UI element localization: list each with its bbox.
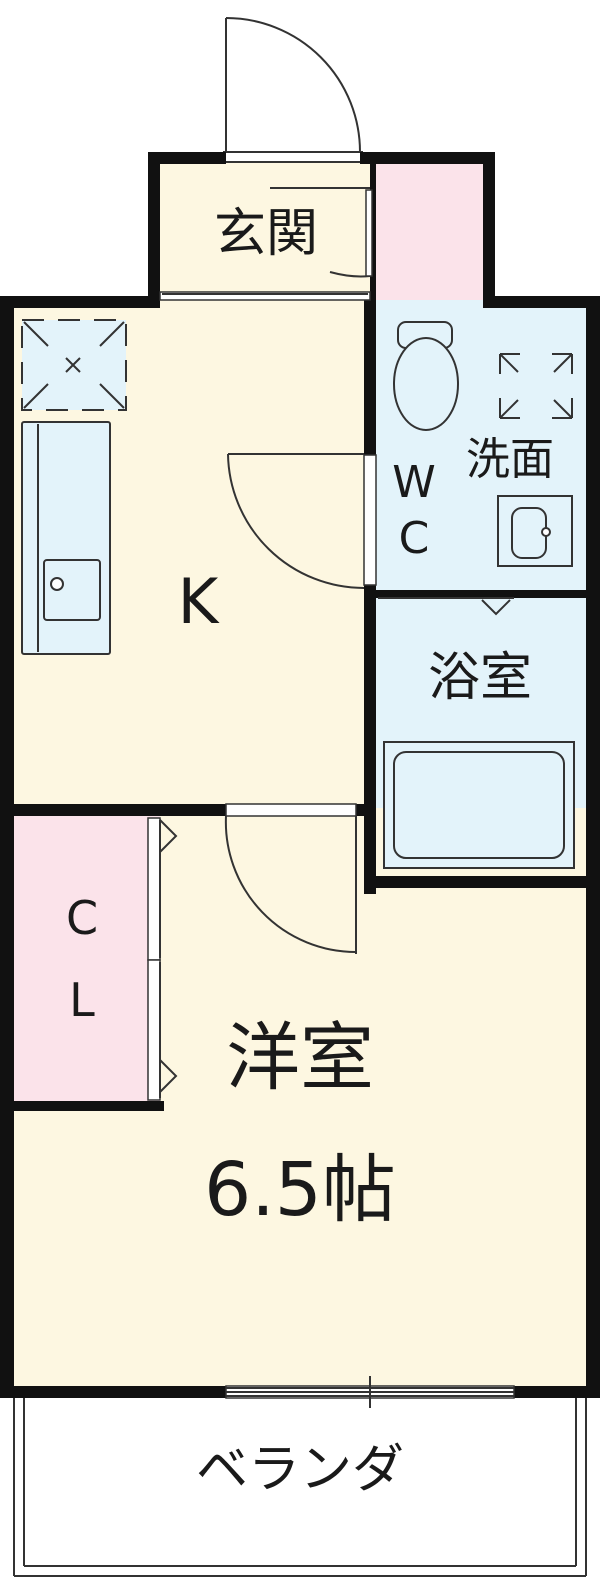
- wc-label-w: W: [392, 457, 436, 508]
- washbasin-icon: [497, 353, 573, 567]
- kitchen-counter: [21, 421, 111, 655]
- western-door-swing: [224, 815, 357, 954]
- bathtub-inner: [393, 751, 565, 859]
- wall-k-west-right: [356, 804, 376, 816]
- western-room-size: 6.5帖: [204, 1147, 396, 1233]
- vanity-mark-6: [553, 353, 573, 373]
- closet-floor: [14, 816, 160, 1101]
- vanity-mark-3: [499, 353, 519, 373]
- closet-door-lower-hinge: [159, 1059, 178, 1093]
- wall-shoebox-left: [370, 162, 376, 308]
- bath-door: [378, 597, 514, 616]
- wall-top-right: [483, 296, 600, 308]
- range-hood-diag-2: [99, 321, 125, 347]
- toilet-bowl: [393, 337, 459, 431]
- washbasin-bowl: [511, 507, 547, 559]
- wc-door-frame: [363, 454, 377, 586]
- entrance-door: [223, 17, 363, 163]
- genkan-floor: [160, 162, 370, 300]
- range-hood-cross-2: [65, 357, 81, 373]
- range-hood-outline: [21, 319, 127, 411]
- closet-doors: [159, 819, 178, 1098]
- wall-bottom-right: [514, 1386, 600, 1398]
- wc-door: [227, 453, 365, 589]
- wall-k-west-left: [14, 804, 226, 816]
- vanity-mark-12: [553, 399, 573, 419]
- wall-right: [586, 296, 600, 1396]
- range-hood-diag-3: [23, 383, 49, 409]
- shoebox-door-leaf: [365, 189, 373, 277]
- veranda-label: ベランダ: [195, 1440, 404, 1500]
- wall-left: [0, 296, 14, 1396]
- walls: [0, 152, 600, 1398]
- wall-bottom-left: [0, 1386, 226, 1398]
- wall-wc-left-lower: [364, 584, 376, 894]
- sink-drain: [50, 577, 64, 591]
- bathroom-label: 浴室: [427, 648, 532, 708]
- wall-top-left: [0, 296, 160, 308]
- wall-entry-top-right: [360, 152, 495, 164]
- genkan-details: [162, 187, 373, 295]
- closet-door-upper-hinge: [159, 819, 178, 853]
- toilet-icon: [393, 321, 459, 431]
- western-door-frame: [225, 803, 357, 817]
- washbasin-counter: [497, 495, 573, 567]
- bathtub-icon: [383, 741, 575, 869]
- western-room-label: 洋室: [226, 1015, 374, 1101]
- kitchen-sink: [43, 559, 101, 621]
- wall-entry-top-left: [148, 152, 226, 164]
- entrance-door-frame: [223, 151, 363, 163]
- genkan-step-line: [159, 291, 371, 301]
- wall-closet-bottom: [14, 1101, 164, 1111]
- vanity-mark-9: [499, 399, 519, 419]
- western-room-floor-lower: [14, 1105, 174, 1386]
- shoe-storage: [376, 162, 483, 300]
- wc-door-swing: [227, 453, 365, 589]
- wall-wc-left: [364, 300, 376, 455]
- wall-entry-right: [483, 152, 495, 308]
- closet-label-l: L: [69, 973, 95, 1027]
- closet-door-frame-lower: [147, 959, 161, 1101]
- closet-door-frame-upper: [147, 817, 161, 961]
- kitchen-label: K: [177, 565, 219, 638]
- range-hood-diag-1: [23, 321, 49, 347]
- genkan-label: 玄関: [213, 204, 318, 264]
- washroom-label: 洗面: [466, 434, 554, 485]
- closet-label-c: C: [65, 891, 99, 945]
- bath-door-arrow: [481, 599, 511, 616]
- veranda: [13, 1398, 587, 1577]
- range-hood-icon: [21, 319, 127, 411]
- washbasin-tap: [541, 527, 551, 537]
- wall-entry-left: [148, 152, 160, 308]
- entrance-door-swing: [225, 17, 361, 153]
- range-hood-diag-4: [99, 383, 125, 409]
- western-door: [224, 815, 357, 954]
- western-room-floor: [160, 808, 586, 1386]
- wall-wc-bath: [376, 590, 586, 598]
- wc-label-c: C: [398, 513, 430, 564]
- wall-bath-bottom: [364, 876, 586, 888]
- veranda-window: [226, 1376, 514, 1408]
